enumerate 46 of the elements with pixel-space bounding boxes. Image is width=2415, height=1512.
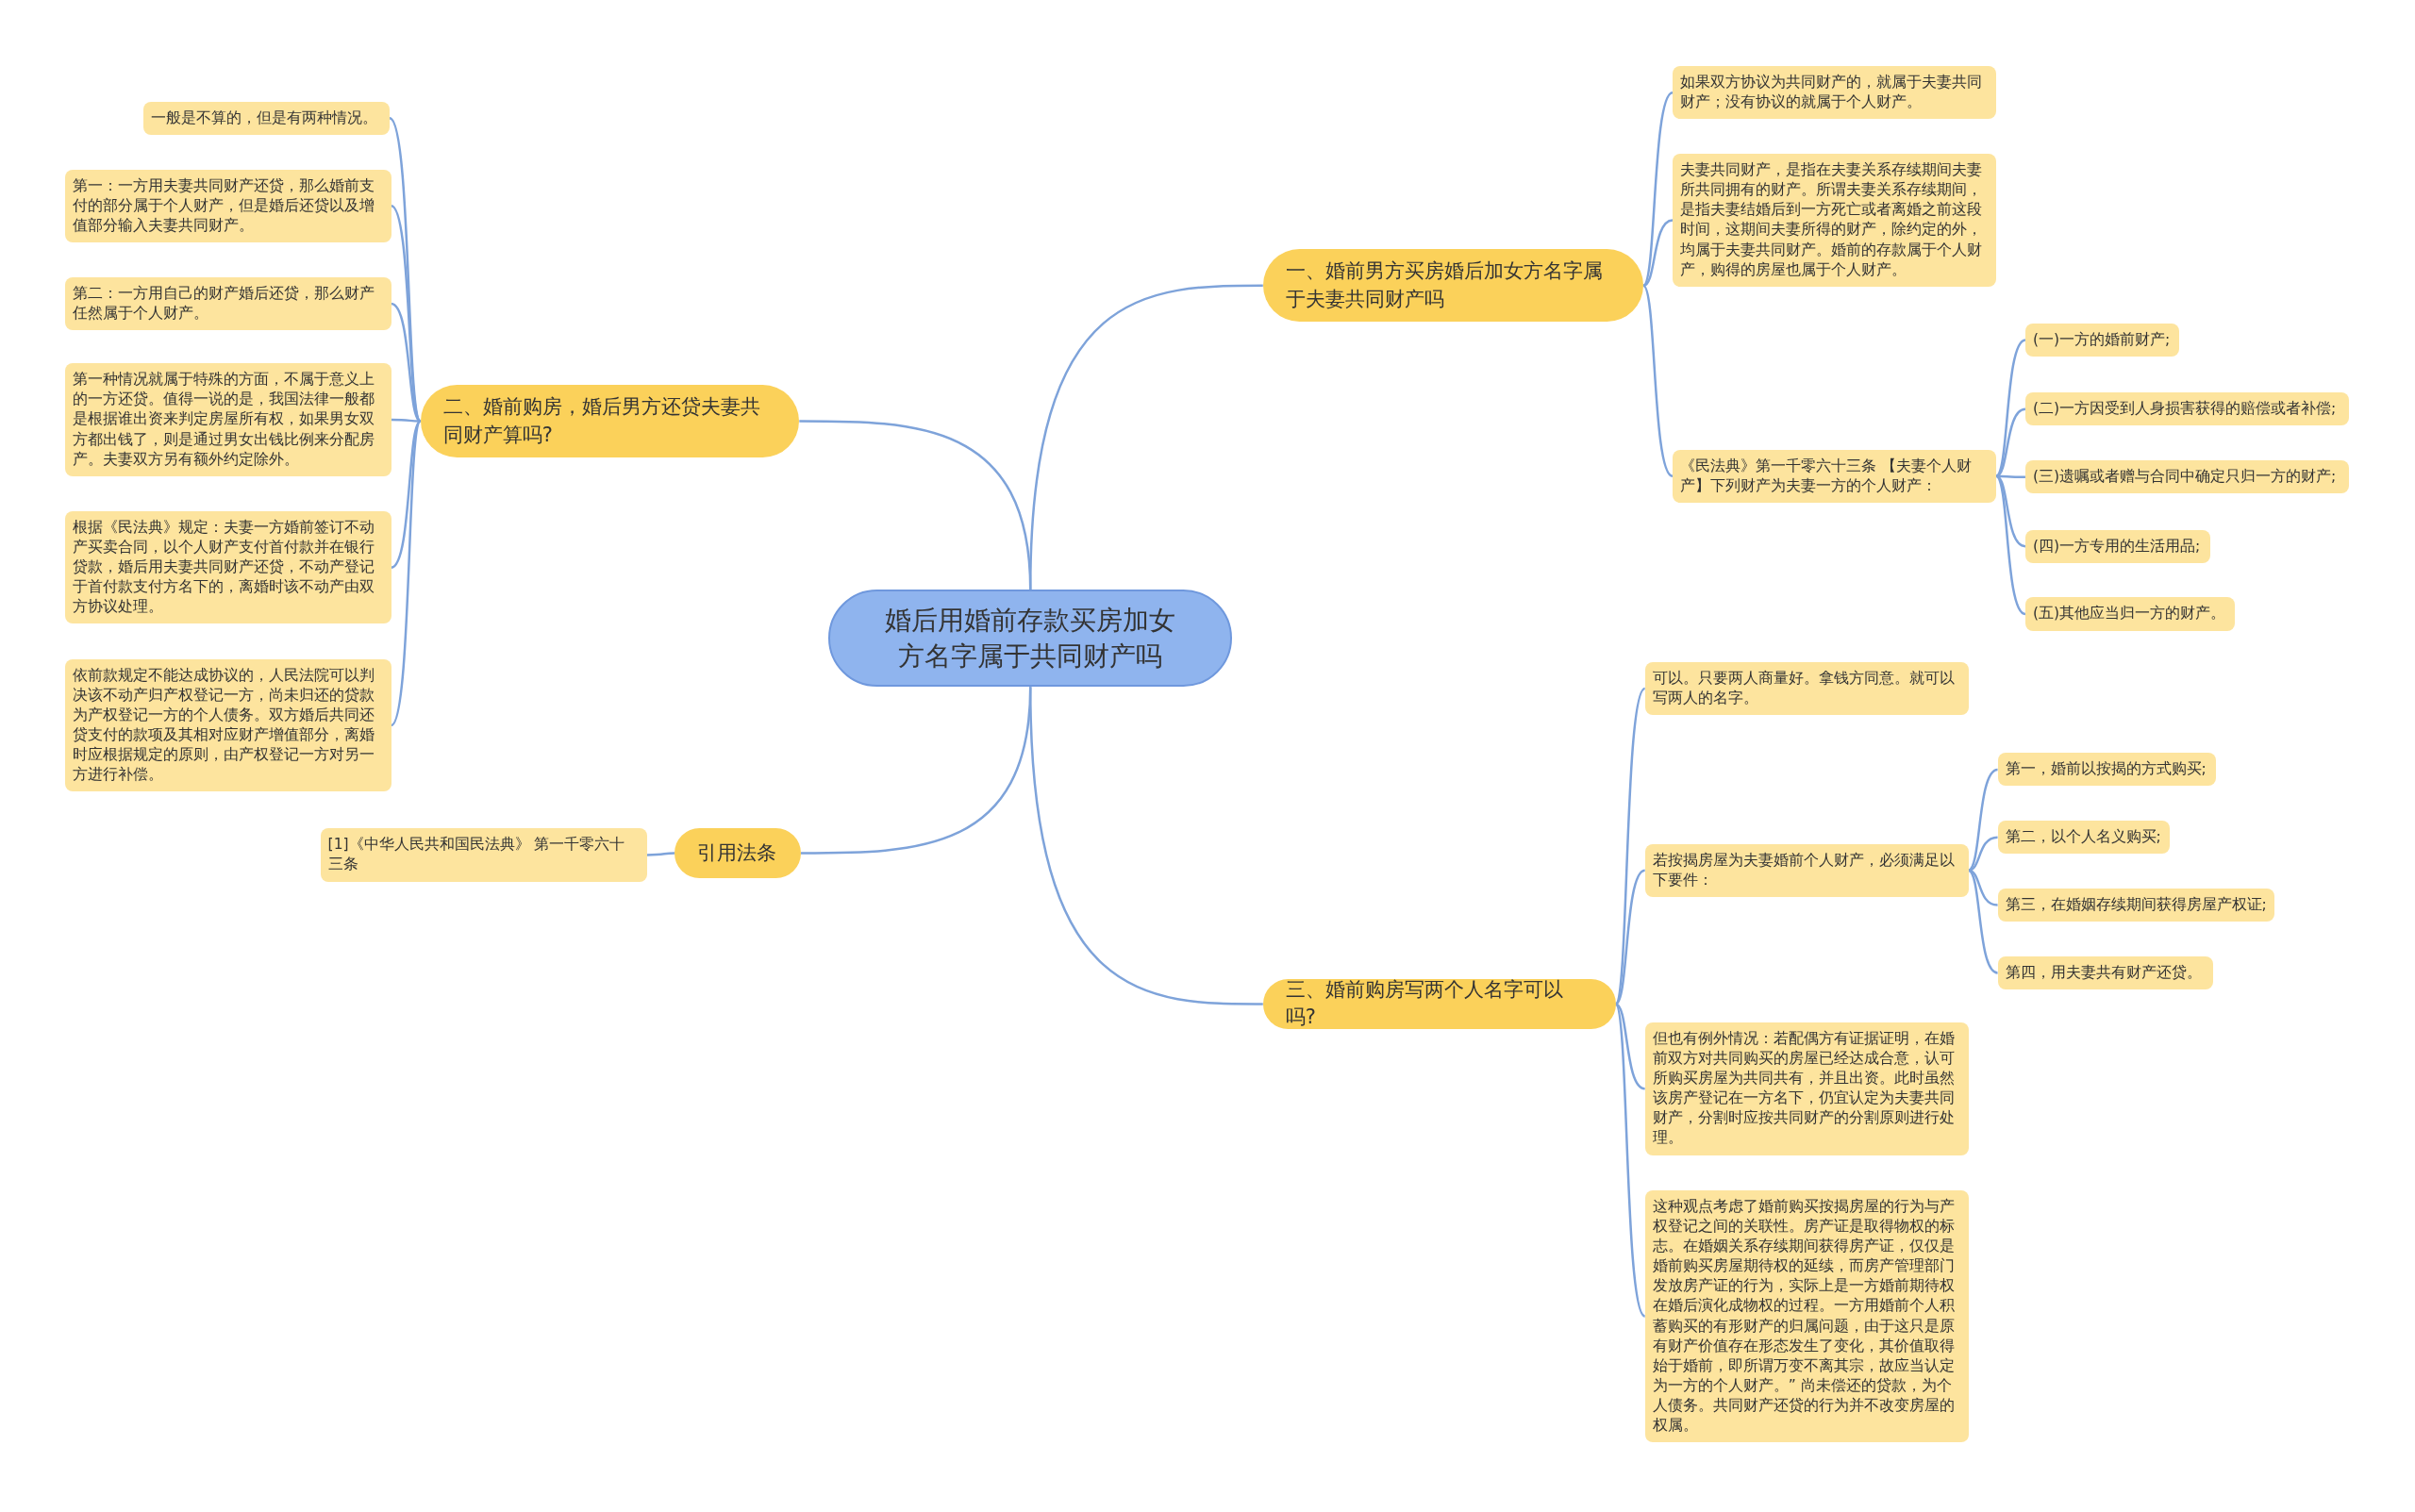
connector-line (1967, 768, 1999, 872)
branch-topic: 一、婚前男方买房婚后加女方名字属于夫妻共同财产吗 (1262, 249, 1643, 323)
connector-line (1968, 869, 1998, 906)
note-card: 第二：一方用自己的财产婚后还贷，那么财产任然属于个人财产。 (64, 276, 391, 331)
note-card: 第一种情况就属于特殊的方面，不属于意义上的一方还贷。值得一说的是，我国法律一般都是根据谁出资来判定房屋所有权，如果男女双方都出钱了，则是通过男女出钱比例来分配房产。夫妻双方另有额外约定除外。 (64, 363, 391, 476)
connector-line (1615, 1003, 1646, 1090)
note-card: 若按揭房屋为夫妻婚前个人财产，必须满足以下要件： (1644, 843, 1969, 897)
branch-topic: 三、婚前购房写两个人名字可以吗? (1262, 979, 1616, 1029)
note-card: (四)一方专用的生活用品; (2024, 529, 2210, 563)
note-card: 第三，在婚姻存续期间获得房屋产权证; (1997, 889, 2275, 922)
connector-line (1614, 688, 1646, 1005)
note-card: 第二，以个人名义购买; (1997, 821, 2171, 855)
note-card: 《民法典》第一千零六十三条 【夫妻个人财产】下列财产为夫妻一方的个人财产： (1673, 449, 1996, 503)
note-card: (二)一方因受到人身损害获得的赔偿或者补偿; (2024, 392, 2349, 426)
note-card: 可以。只要两人商量好。拿钱方同意。就可以写两人的名字。 (1644, 662, 1969, 716)
note-card: 这种观点考虑了婚前购买按揭房屋的行为与产权登记之间的关联性。房产证是取得物权的标志。在婚姻关系存续期间获得房产证，仅仅是婚前购买房屋期待权的延续，而房产管理部门发放房产证的行为，实际上是一方婚前期待权在婚后演化成物权的过程。一方用婚前个人积蓄购买的有形财产的归属问题，由于这只是原有财产价值存在形态发生了变化，其价值取得始于婚前，即所谓万变不离其宗，故应当认定为一方的个人财产。” 尚未偿还的贷款，为个人债务。共同财产还贷的行为并不改变房屋的权属。 (1644, 1190, 1969, 1442)
note-card: 第一，婚前以按揭的方式购买; (1997, 753, 2217, 787)
connector-line (1995, 339, 2026, 477)
connector-line (1968, 836, 1998, 872)
note-card: (三)遗嘱或者赠与合同中确定只归一方的财产; (2024, 460, 2349, 494)
connector-line (1642, 91, 1674, 287)
connector-line (1614, 1003, 1646, 1318)
central-topic: 婚后用婚前存款买房加女方名字属于共同财产吗 (828, 590, 1233, 688)
note-card: (一)一方的婚前财产; (2024, 323, 2180, 357)
connector-line (391, 418, 421, 423)
connector-line (799, 420, 1032, 590)
connector-line (1995, 474, 2026, 616)
note-card: 但也有例外情况：若配偶方有证据证明，在婚前双方对共同购买的房屋已经达成合意，认可所购买房屋为共同共有，并且出资。此时虽然该房产登记在一方名下，仍宜认定为夫妻共同财产，分割时应按共同财产的分割原则进行处理。 (1644, 1022, 1969, 1155)
connector-line (1029, 687, 1263, 1005)
note-card: [1]《中华人民共和国民法典》 第一千零六十三条 (320, 828, 647, 882)
note-card: 一般是不算的，但是有两种情况。 (142, 101, 391, 135)
connector-line (1614, 869, 1646, 1005)
connector-line (1642, 285, 1674, 477)
note-card: 根据《民法典》规定：夫妻一方婚前签订不动产买卖合同，以个人财产支付首付款并在银行贷款，婚后用夫妻共同财产还贷，不动产登记于首付款支付方名下的，离婚时该不动产由双方协议处理。 (64, 511, 391, 624)
connector-line (1642, 219, 1674, 287)
connector-line (391, 420, 422, 569)
note-card: 第一：一方用夫妻共同财产还贷，那么婚前支付的部分属于个人财产，但是婚后还贷以及增值部分输入夫妻共同财产。 (64, 169, 391, 242)
note-card: 依前款规定不能达成协议的，人民法院可以判决该不动产归产权登记一方，尚未归还的贷款为产权登记一方的个人债务。双方婚后共同还贷支付的款项及其相对应财产增值部分，离婚时应根据规定的原则，由产权登记一方对另一方进行补偿。 (64, 658, 391, 792)
branch-topic: 引用法条 (675, 828, 801, 878)
connector-line (1967, 869, 1999, 974)
note-card: (五)其他应当归一方的财产。 (2024, 597, 2235, 631)
note-card: 第四，用夫妻共有财产还贷。 (1997, 955, 2214, 989)
connector-line (646, 852, 675, 856)
note-card: 如果双方协议为共同财产的，就属于夫妻共同财产；没有协议的就属于个人财产。 (1673, 66, 1996, 120)
note-card: 夫妻共同财产，是指在夫妻关系存续期间夫妻所共同拥有的财产。所谓夫妻关系存续期间，是指夫妻结婚后到一方死亡或者离婚之前这段时间，这期间夫妻所得的财产，除约定的外，均属于夫妻共同财产。婚前的存款属于个人财产，购得的房屋也属于个人财产。 (1673, 154, 1996, 287)
branch-topic: 二、婚前购房，婚后男方还贷夫妻共同财产算吗? (420, 385, 800, 457)
